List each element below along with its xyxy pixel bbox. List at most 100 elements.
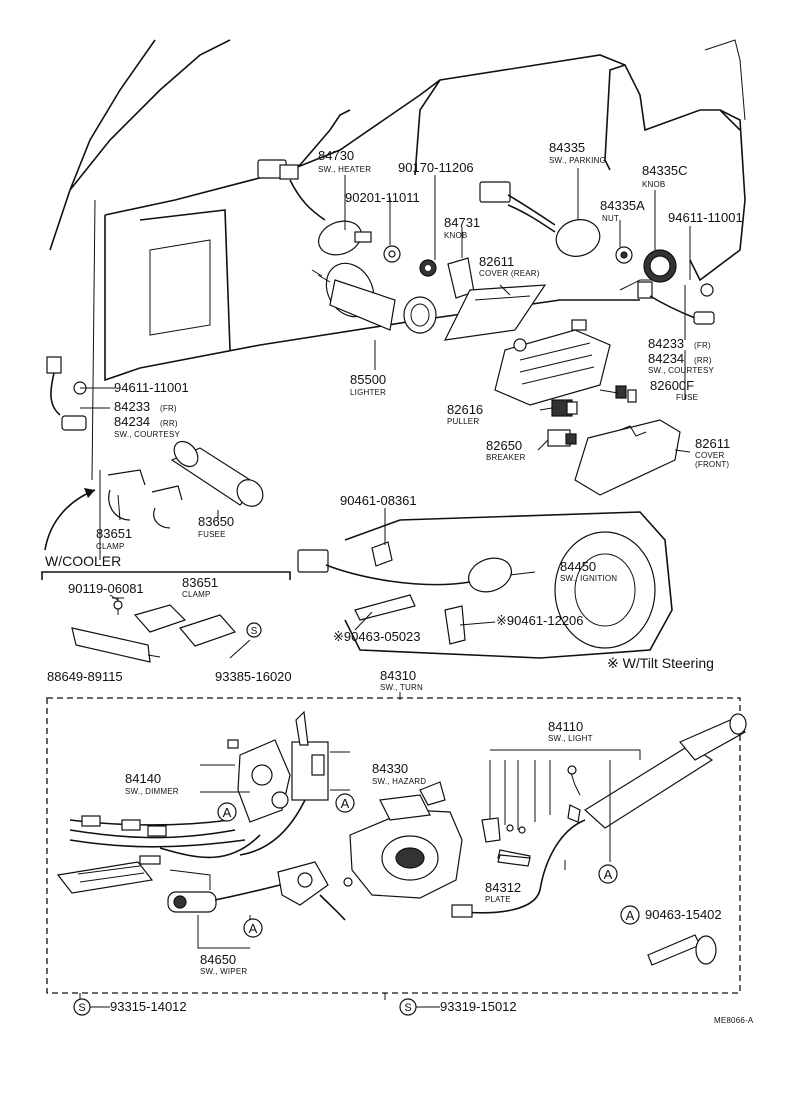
label-84335c-name: KNOB [642, 180, 665, 189]
label-84335-name: SW., PARKING [549, 156, 606, 165]
label-84110-name: SW., LIGHT [548, 734, 593, 743]
label-90461-08361: 90461-08361 [340, 493, 417, 508]
cigarette-lighter-85500 [311, 262, 437, 334]
light-switch-84110 [451, 713, 747, 918]
label-84234-right-name: SW., COURTESY [648, 366, 714, 375]
label-84233-right-suffix: (FR) [694, 341, 711, 350]
label-84234-left-name: SW., COURTESY [114, 430, 180, 439]
wiper-switch-84650 [167, 861, 353, 921]
part-labels: 84730 SW., HEATER 90170-11206 90201-1101… [45, 140, 754, 1025]
label-82650-num: 82650 [486, 438, 522, 453]
marker-a-3: A [243, 918, 263, 938]
fuse-block [494, 319, 611, 406]
hazard-switch-84330 [291, 710, 329, 801]
label-94611-left: 94611-11001 [114, 380, 189, 395]
ignition-housing [297, 511, 673, 659]
label-82616-num: 82616 [447, 402, 483, 417]
label-83650-name: FUSEE [198, 530, 226, 539]
marker-s-1: S [246, 622, 262, 638]
label-85500-num: 85500 [350, 372, 386, 387]
svg-text:A: A [604, 867, 613, 882]
label-84234-right-suffix: (RR) [694, 356, 712, 365]
label-82611-rear-num: 82611 [479, 254, 514, 269]
label-93319-15012: 93319-15012 [440, 999, 517, 1014]
label-84233-left-num: 84233 [114, 399, 150, 414]
cooler-bracket [41, 571, 291, 580]
marker-a-1: A [217, 802, 237, 822]
cooler-arrow [44, 489, 96, 551]
cover-front-82611 [574, 419, 681, 496]
label-84650-num: 84650 [200, 952, 236, 967]
turn-switch-assembly-box [46, 697, 741, 994]
marker-s-3: S [399, 998, 417, 1016]
label-w-cooler: W/COOLER [45, 553, 121, 569]
label-85500-name: LIGHTER [350, 388, 386, 397]
label-84330-num: 84330 [372, 761, 408, 776]
plate-84312 [497, 854, 531, 867]
cooler-clamp-parts [71, 597, 237, 663]
label-84335-num: 84335 [549, 140, 585, 155]
label-tilt-steering: ※ W/Tilt Steering [607, 655, 714, 671]
label-84110-num: 84110 [548, 719, 583, 734]
label-84330-name: SW., HAZARD [372, 777, 426, 786]
label-90463-05023: ※90463-05023 [333, 629, 421, 644]
label-83651-b-num: 83651 [182, 575, 218, 590]
label-82600f-num: 82600F [650, 378, 694, 393]
connector-block [56, 855, 161, 894]
label-82611-front-name: COVER [695, 451, 724, 460]
label-82600f-name: FUSE [676, 393, 698, 402]
label-84140-num: 84140 [125, 771, 161, 786]
harness-left [69, 799, 306, 859]
courtesy-switch-right [637, 281, 715, 325]
puller-82616 [551, 399, 578, 417]
clamp-83651-a [107, 469, 183, 529]
label-84233-left-suffix: (FR) [160, 404, 177, 413]
parking-switch-84335 [479, 181, 714, 297]
label-82611-front-name2: (FRONT) [695, 460, 729, 469]
label-84140-name: SW., DIMMER [125, 787, 179, 796]
label-84450-name: SW., IGNITION [560, 574, 617, 583]
label-84335a-num: 84335A [600, 198, 645, 213]
leader-lines [79, 168, 691, 1000]
marker-a-4: A [598, 864, 618, 884]
label-84312-name: PLATE [485, 895, 511, 904]
label-90201-11011: 90201-11011 [345, 190, 420, 205]
label-90119-06081: 90119-06081 [68, 581, 144, 596]
label-90463-15402: 90463-15402 [645, 907, 722, 922]
turn-switch-body [349, 781, 463, 899]
breaker-82650 [547, 429, 577, 447]
dashboard-outline [49, 39, 746, 560]
svg-text:A: A [223, 805, 232, 820]
svg-text:A: A [341, 796, 350, 811]
marker-a-2: A [335, 793, 355, 813]
figure-code: ME8066-A [714, 1016, 754, 1025]
cooler-arrowhead [84, 488, 95, 498]
marker-a-legend: A [620, 905, 640, 925]
svg-text:A: A [249, 921, 258, 936]
svg-text:S: S [78, 1002, 85, 1014]
label-83651-a-num: 83651 [96, 526, 132, 541]
label-82650-name: BREAKER [486, 453, 526, 462]
label-90170-11206: 90170-11206 [398, 160, 474, 175]
label-84650-name: SW., WIPER [200, 967, 247, 976]
cable-clip-90463-15402 [647, 934, 717, 966]
label-83650-num: 83650 [198, 514, 234, 529]
label-82616-name: PULLER [447, 417, 479, 426]
label-84234-left-num: 84234 [114, 414, 150, 429]
label-84310-num: 84310 [380, 668, 416, 683]
svg-text:S: S [251, 626, 258, 637]
label-83651-b-name: CLAMP [182, 590, 211, 599]
marker-s-2: S [73, 998, 91, 1016]
label-84312-num: 84312 [485, 880, 521, 895]
label-90461-12206: ※90461-12206 [496, 613, 584, 628]
fusee-83650 [170, 440, 264, 507]
label-93315-14012: 93315-14012 [110, 999, 187, 1014]
svg-text:A: A [626, 908, 635, 923]
label-84335a-name: NUT [602, 214, 619, 223]
label-84310-name: SW., TURN [380, 683, 423, 692]
courtesy-switch-left [46, 356, 87, 431]
dimmer-switch-84140 [227, 739, 291, 823]
label-84233-right-num: 84233 [648, 336, 684, 351]
label-84450-num: 84450 [560, 559, 596, 574]
